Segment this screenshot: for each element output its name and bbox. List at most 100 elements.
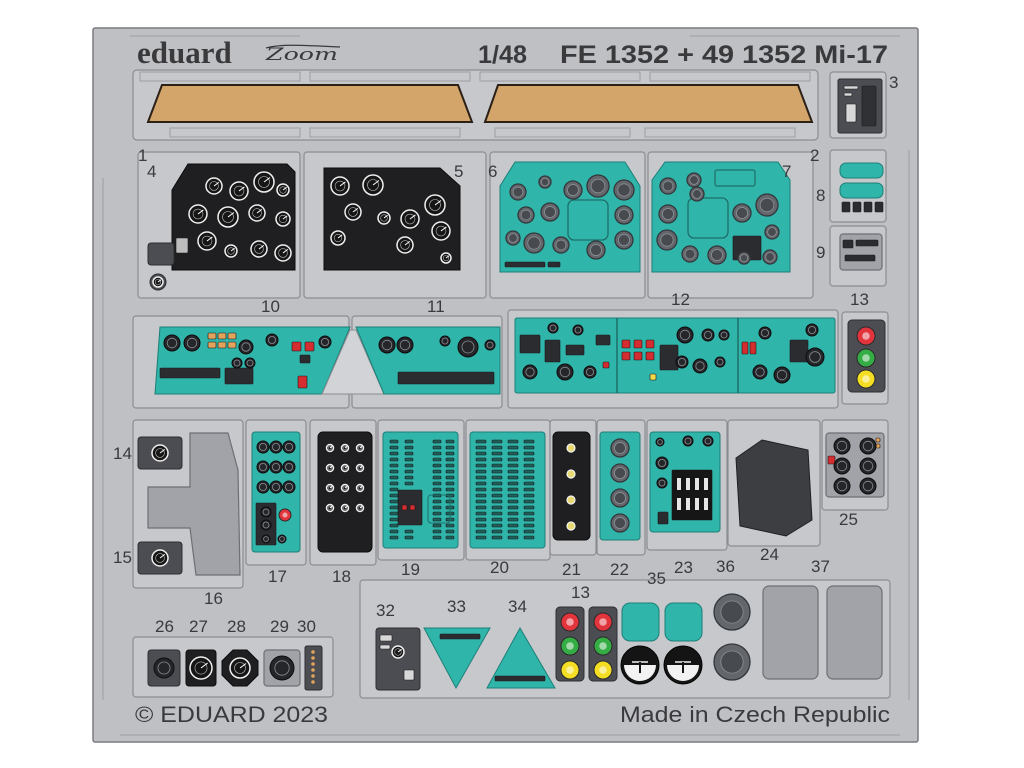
part-number-label: 3 — [889, 73, 898, 92]
part-8-upper — [839, 162, 884, 179]
instrument-details — [151, 85, 884, 685]
switch-block — [633, 339, 643, 349]
indicator-dot — [311, 656, 315, 660]
dial-face — [404, 213, 416, 225]
switch-block — [544, 339, 561, 363]
switch-block — [217, 332, 227, 340]
dial-face — [320, 337, 329, 346]
switch-row — [491, 517, 503, 522]
switch-block — [852, 201, 862, 213]
switch-row — [445, 481, 455, 486]
dial-face — [252, 208, 262, 218]
switch-row — [389, 463, 399, 468]
switch-row — [445, 487, 455, 492]
sprue-gate — [644, 127, 796, 138]
dial-needle — [344, 506, 348, 509]
part-number-label: 1 — [138, 146, 147, 165]
part-number-label: 25 — [839, 510, 858, 529]
part-6-center-frame — [567, 199, 609, 241]
instrument-dial — [238, 339, 254, 355]
zoom-logo-swash — [265, 44, 341, 49]
switch-block — [841, 201, 851, 213]
instrument-dial — [261, 534, 271, 544]
switch-row — [475, 529, 487, 534]
instrument-dial — [833, 457, 851, 475]
instrument-dial — [439, 335, 451, 347]
switch-block — [304, 341, 315, 352]
instrument-dial — [655, 456, 669, 470]
instrument-dial — [265, 333, 279, 347]
dial-face — [555, 239, 567, 251]
dial-needle — [282, 186, 287, 191]
instrument-dial — [682, 435, 694, 447]
switch-block — [401, 504, 408, 511]
dial-face — [549, 324, 557, 332]
switch-row — [491, 481, 503, 486]
dial-face — [327, 445, 333, 451]
switch-row — [445, 469, 455, 474]
dial-needle — [359, 466, 363, 469]
dial-face — [836, 460, 848, 472]
switch-row — [432, 475, 442, 480]
sprue-gate — [169, 127, 301, 138]
sprue-gate — [479, 71, 641, 82]
sprue-gate — [494, 127, 631, 138]
dial-face — [258, 482, 267, 491]
switch-block — [291, 341, 302, 352]
part-number-label: 21 — [562, 560, 581, 579]
dial-needle — [230, 247, 235, 252]
switch-row — [445, 457, 455, 462]
dial-face — [342, 485, 348, 491]
dial-face — [862, 440, 874, 452]
switch-row — [491, 445, 503, 450]
dial-face — [695, 361, 705, 371]
switch-row — [475, 511, 487, 516]
instrument-dial — [547, 322, 559, 334]
switch-row — [523, 463, 535, 468]
part-number-label: 27 — [189, 617, 208, 636]
switch-block — [602, 361, 610, 369]
switch-row — [523, 517, 535, 522]
switch-row — [523, 487, 535, 492]
part-number-label: 24 — [760, 545, 779, 564]
indicator-icon — [566, 521, 576, 531]
dial-face — [194, 661, 208, 675]
switch-row — [432, 511, 442, 516]
dial-needle — [329, 486, 333, 489]
switch-row — [491, 463, 503, 468]
switch-row — [445, 529, 455, 534]
switch-block — [842, 239, 854, 249]
display-mark — [686, 478, 690, 490]
switch-row — [389, 445, 399, 450]
part-number-label: 2 — [810, 146, 819, 165]
part-8-lower — [839, 182, 884, 199]
dial-face — [284, 482, 293, 491]
display-mark — [695, 498, 699, 510]
dial-needle — [359, 486, 363, 489]
dial-face — [684, 248, 696, 260]
part-7-center-frame — [687, 197, 729, 239]
switch-row — [432, 529, 442, 534]
display-frame — [427, 494, 451, 524]
dial-needle — [372, 180, 380, 186]
switch-row — [491, 439, 503, 444]
dial-face — [279, 536, 285, 542]
switch-row — [432, 439, 442, 444]
part-number-label: 14 — [113, 444, 132, 463]
switch-block — [861, 85, 877, 127]
switch-row — [445, 535, 455, 540]
part-number-label: 20 — [490, 558, 509, 577]
part-37-panel-right — [826, 585, 883, 680]
lamp-highlight — [862, 375, 870, 383]
dial-face — [394, 648, 402, 656]
switch-row — [445, 463, 455, 468]
dial-face — [486, 341, 494, 349]
instrument-dial — [718, 329, 730, 341]
dial-face — [186, 337, 198, 349]
switch-row — [389, 481, 399, 486]
dial-face — [657, 439, 663, 445]
origin-text: Made in Czech Republic — [620, 702, 890, 727]
dial-face — [765, 252, 775, 262]
part-number-label: 35 — [647, 569, 666, 588]
